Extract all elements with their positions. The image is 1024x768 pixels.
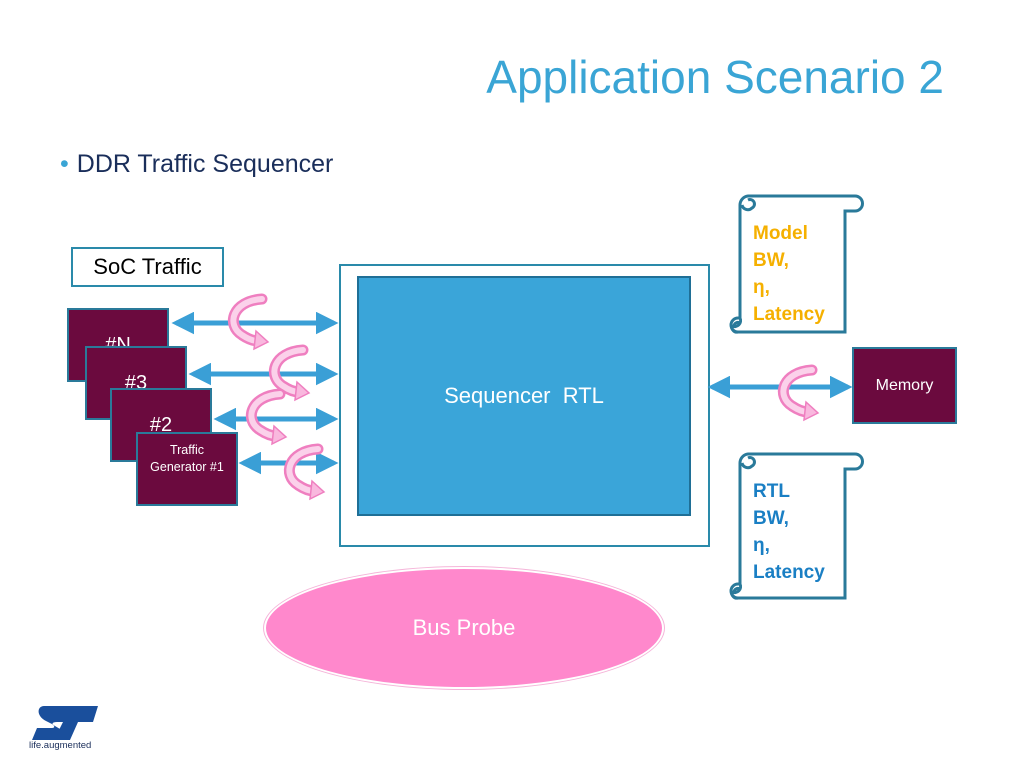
generator-label: #2 [149,414,173,436]
model-line: η, [753,277,770,298]
rtl-line: Latency [753,562,825,583]
traffic-generator-1: Traffic Generator #1 [136,432,238,506]
slide-title: Application Scenario 2 [486,51,944,103]
generator-label: Traffic Generator #1 [150,443,224,474]
sequencer-rtl-box: Sequencer RTL [357,276,691,516]
st-logo [32,706,98,740]
rtl-line: RTL [753,481,790,502]
logo-tagline: life.augmented [29,740,92,751]
model-line: Model [753,223,808,244]
memory-box: Memory [852,347,957,424]
curved-arrow-icon [245,388,288,446]
model-line: BW, [753,250,789,271]
bullet-dot: • [60,150,69,178]
bullet-item: •DDR Traffic Sequencer [60,150,333,179]
curved-arrow-icon [283,443,326,501]
bullet-text: DDR Traffic Sequencer [76,150,334,178]
rtl-line: η, [753,535,770,556]
bus-probe: Bus Probe [264,567,664,689]
curved-arrow-icon [777,364,820,422]
rtl-line: BW, [753,508,789,529]
rtl-metrics: RTL BW, η, Latency [753,478,825,586]
curved-arrow-icon [268,344,311,402]
model-line: Latency [753,304,825,325]
soc-traffic-label: SoC Traffic [71,247,224,287]
model-metrics: Model BW, η, Latency [753,220,825,328]
curved-arrow-icon [227,293,270,351]
